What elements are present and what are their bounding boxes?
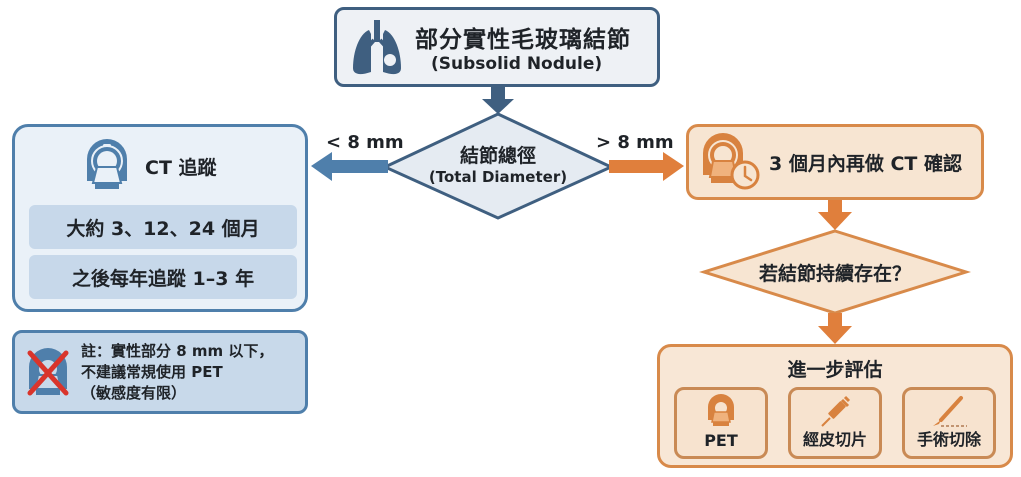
- ct-followup-title: CT 追蹤: [145, 157, 217, 179]
- further-evaluation-box: 進一步評估 PET 經皮切片 手術切除: [657, 344, 1013, 468]
- note-line-3: （敏感度有限）: [81, 384, 187, 402]
- lungs-icon: [353, 20, 401, 75]
- decision-total-diameter-subtitle: (Total Diameter): [428, 168, 568, 186]
- pet-note-box: 註：實性部分 8 mm 以下， 不建議常規使用 PET （敏感度有限）: [12, 330, 308, 414]
- option-resection-label: 手術切除: [916, 430, 981, 449]
- option-surgical-resection: 手術切除: [902, 387, 996, 459]
- ct-confirm-title: 3 個月內再做 CT 確認: [769, 153, 962, 175]
- note-line-1: 註：實性部分 8 mm 以下，: [81, 342, 274, 360]
- arrow-down-main: [482, 87, 514, 114]
- branch-label-greater-than-8mm: > 8 mm: [596, 132, 674, 153]
- no-pet-scanner-icon: [27, 348, 69, 396]
- followup-schedule-row: 大約 3、12、24 個月: [29, 205, 297, 249]
- option-percutaneous-biopsy: 經皮切片: [788, 387, 882, 459]
- followup-annual-row: 之後每年追蹤 1–3 年: [29, 255, 297, 299]
- pet-scanner-icon: [708, 394, 734, 426]
- option-biopsy-label: 經皮切片: [802, 430, 867, 449]
- ct-scanner-clock-icon: [703, 133, 760, 190]
- decision-persist-title: 若結節持續存在？: [758, 263, 911, 285]
- decision-total-diameter-title: 結節總徑: [459, 145, 536, 167]
- ct-followup-box: CT 追蹤 大約 3、12、24 個月 之後每年追蹤 1–3 年: [12, 124, 308, 312]
- arrow-down-evaluation: [818, 313, 852, 344]
- scalpel-icon: [933, 396, 967, 427]
- note-line-2: 不建議常規使用 PET: [81, 363, 223, 381]
- ct-scanner-icon: [87, 139, 127, 189]
- branch-label-less-than-8mm: < 8 mm: [326, 132, 404, 153]
- pet-note-text: 註：實性部分 8 mm 以下， 不建議常規使用 PET （敏感度有限）: [81, 341, 273, 404]
- decision-diamond-total-diameter: [381, 112, 615, 220]
- option-pet: PET: [674, 387, 768, 459]
- arrow-down-confirm: [818, 200, 852, 230]
- ct-confirm-box: 3 個月內再做 CT 確認: [686, 124, 984, 200]
- further-evaluation-title: 進一步評估: [787, 359, 883, 381]
- option-pet-label: PET: [704, 431, 738, 450]
- subsolid-nodule-box: 部分實性毛玻璃結節 (Subsolid Nodule): [334, 7, 660, 87]
- top-subtitle: (Subsolid Nodule): [431, 54, 603, 74]
- top-title: 部分實性毛玻璃結節: [415, 27, 631, 53]
- arrow-left-small: [311, 152, 388, 181]
- arrow-right-large: [609, 152, 684, 181]
- syringe-icon: [821, 395, 851, 427]
